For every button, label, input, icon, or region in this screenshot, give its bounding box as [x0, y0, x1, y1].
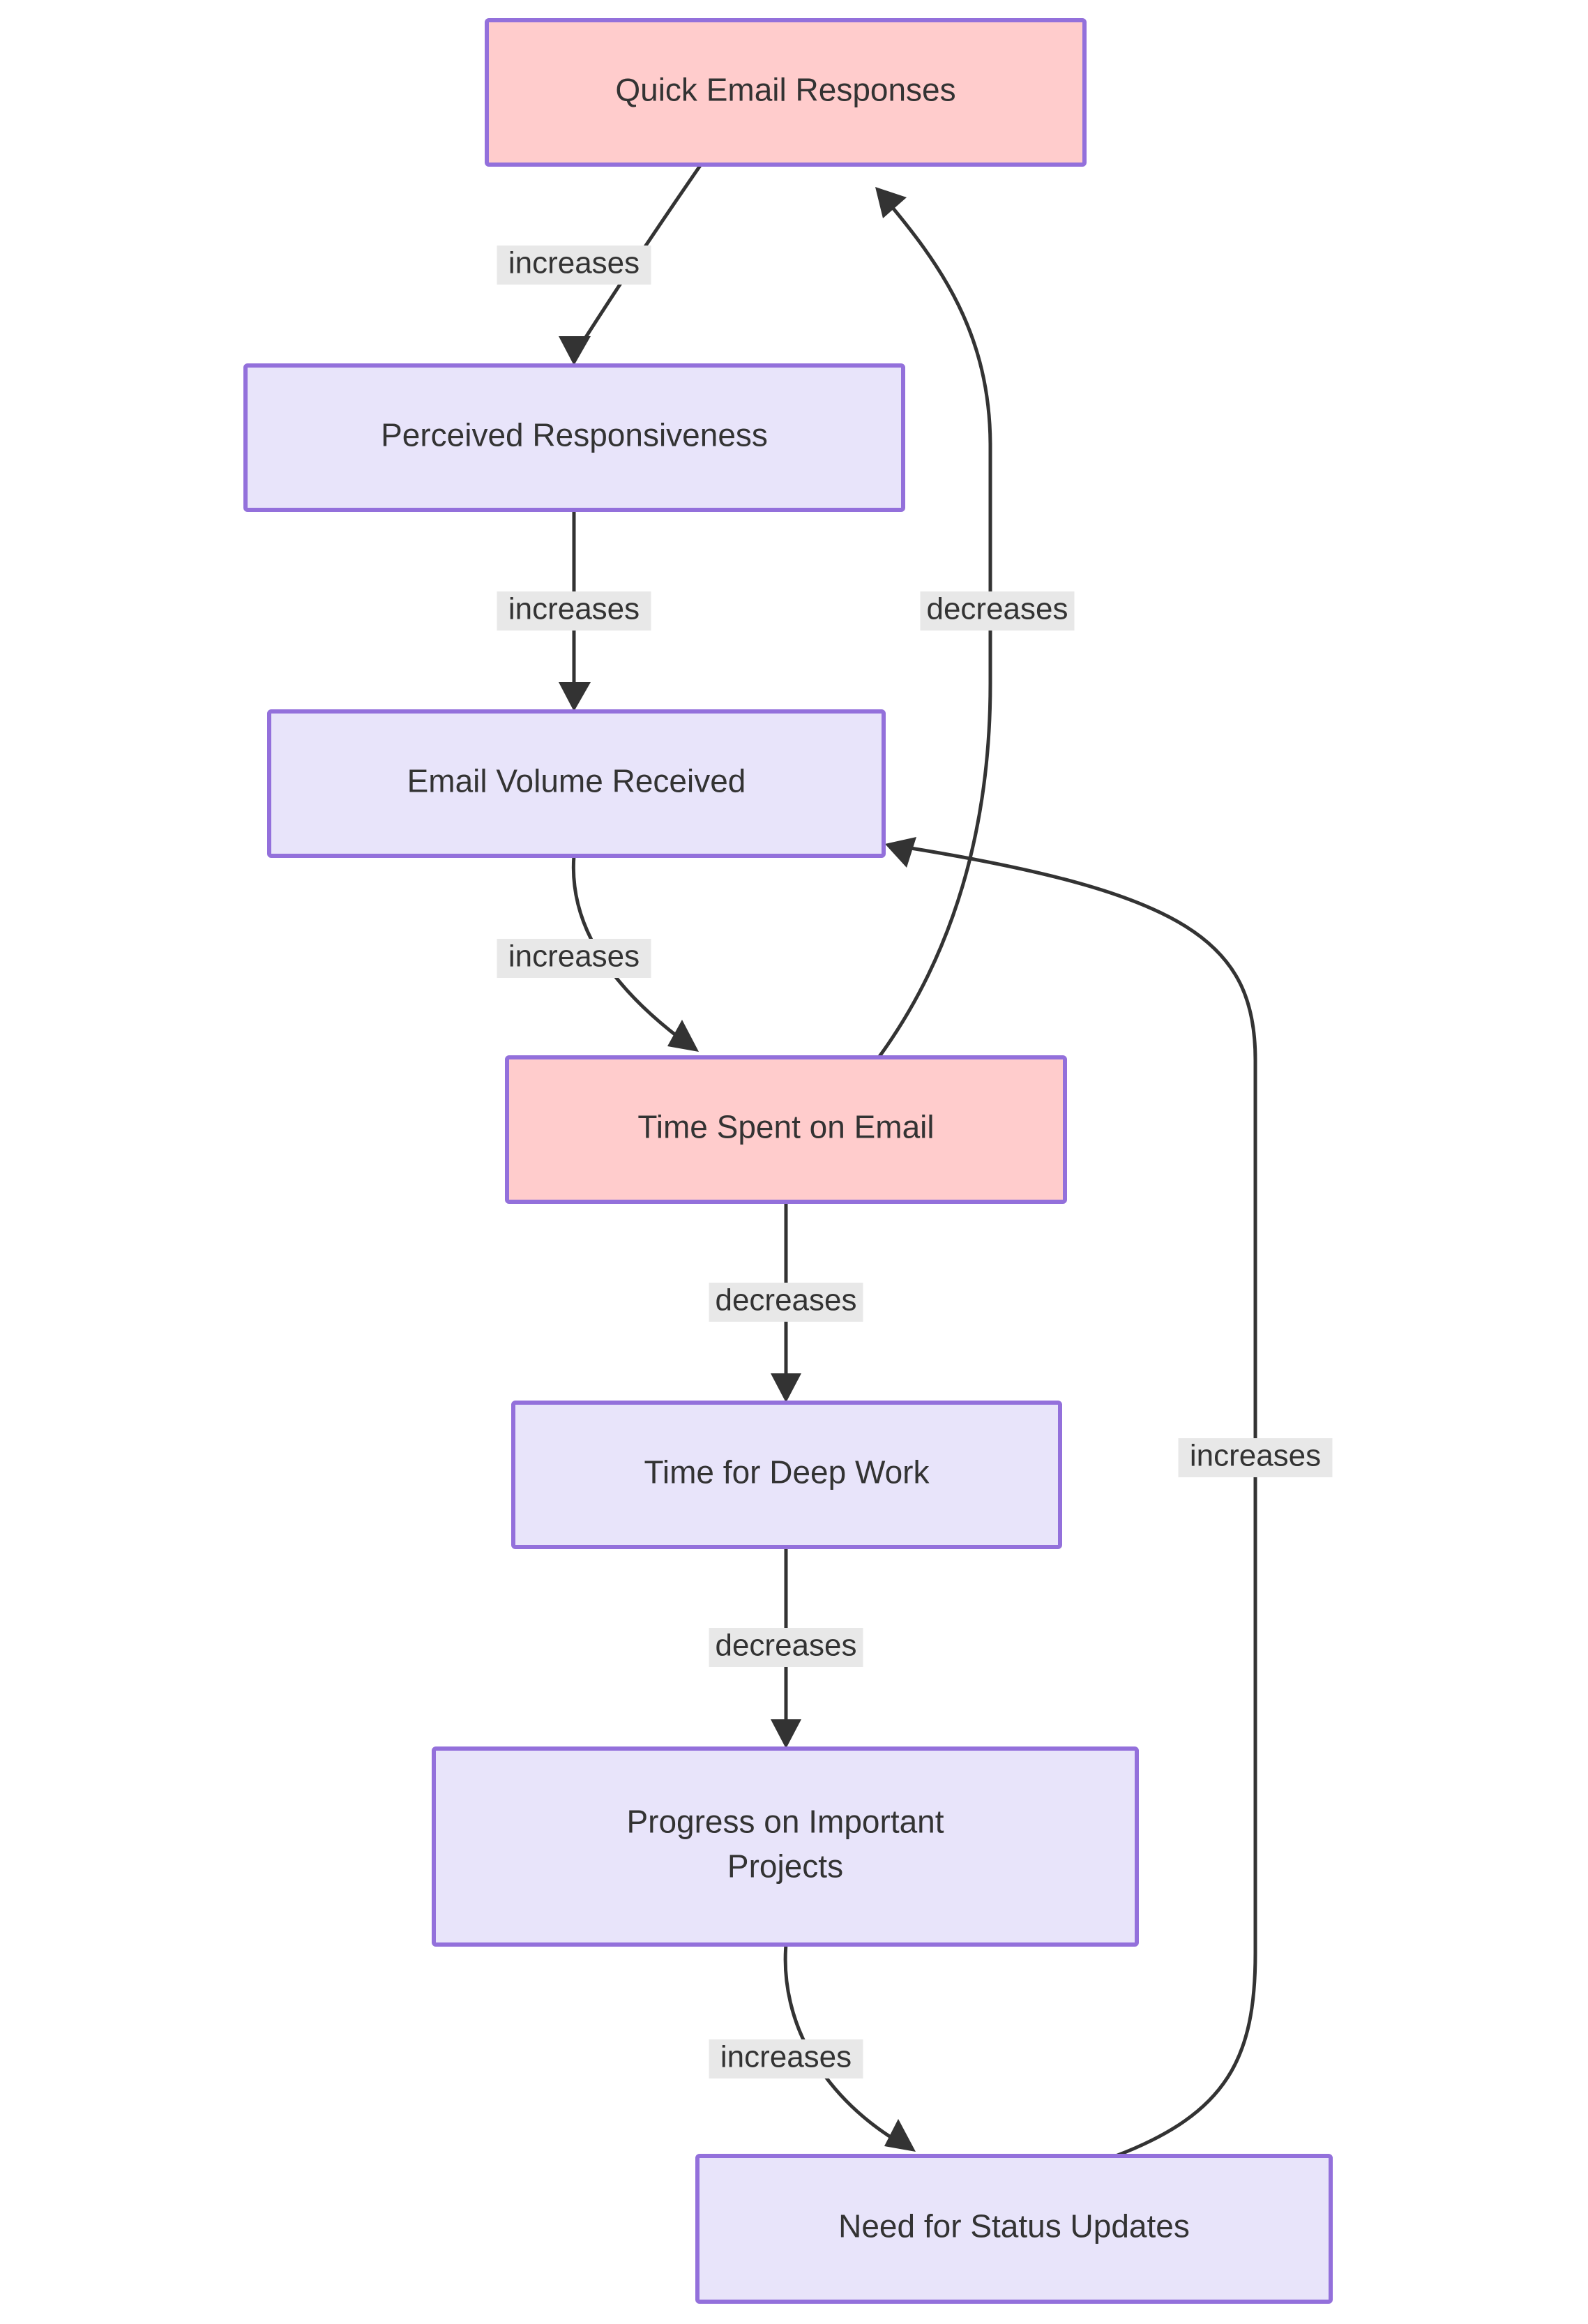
node-quick-email-responses[interactable]: Quick Email Responses: [485, 18, 1087, 167]
edge-label-quick-email-responses-to-perceived-responsiveness: increases: [497, 246, 651, 285]
arrowhead-icon: [875, 187, 907, 218]
edge-label-background: [709, 1628, 863, 1667]
node-email-volume-received[interactable]: Email Volume Received: [267, 709, 886, 858]
edge-line: [877, 194, 992, 1059]
node-label: Time for Deep Work: [644, 1454, 930, 1491]
edge-label-background: [920, 591, 1075, 631]
edge-label-time-spent-on-email-to-time-for-deep-work: decreases: [709, 1283, 863, 1322]
edge-label-text: increases: [508, 246, 640, 280]
edge-label-background: [709, 1283, 863, 1322]
arrowhead-icon: [771, 1719, 801, 1749]
edge-label-background: [497, 246, 651, 285]
node-need-for-status-updates[interactable]: Need for Status Updates: [695, 2154, 1333, 2304]
node-time-for-deep-work[interactable]: Time for Deep Work: [511, 1401, 1062, 1549]
edge-label-need-for-status-updates-to-email-volume-received: increases: [1178, 1438, 1333, 1477]
edges-layer: [559, 163, 1257, 2158]
node-box[interactable]: [485, 18, 1087, 167]
node-time-spent-on-email[interactable]: Time Spent on Email: [505, 1055, 1067, 1204]
edge-label-text: decreases: [715, 1629, 856, 1663]
edge-label-progress-on-important-projects-to-need-for-status-updates: increases: [709, 2039, 863, 2078]
arrowhead-icon: [559, 682, 591, 711]
node-box[interactable]: [695, 2154, 1333, 2304]
edge-line: [906, 845, 1257, 2158]
node-perceived-responsiveness[interactable]: Perceived Responsiveness: [243, 363, 905, 512]
node-box[interactable]: [505, 1055, 1067, 1204]
edge-label-perceived-responsiveness-to-email-volume-received: increases: [497, 591, 651, 631]
edge-label-text: increases: [1190, 1439, 1321, 1473]
node-box[interactable]: [432, 1746, 1139, 1947]
edge-label-background: [497, 591, 651, 631]
node-label: Perceived Responsiveness: [381, 417, 768, 453]
node-label-line-1: Progress on Important: [626, 1804, 944, 1840]
arrowhead-icon: [885, 837, 916, 868]
edge-label-text: decreases: [715, 1283, 856, 1318]
edge-label-text: decreases: [926, 592, 1068, 626]
edge-label-background: [497, 939, 651, 978]
node-label: Time Spent on Email: [637, 1109, 934, 1145]
edge-label-text: increases: [720, 2040, 852, 2074]
arrowhead-icon: [771, 1373, 801, 1403]
node-box[interactable]: [243, 363, 905, 512]
edge-labels-layer: increases increases increases decreases decr…: [497, 246, 1333, 2078]
edge-label-background: [709, 2039, 863, 2078]
node-label: Need for Status Updates: [838, 2208, 1190, 2244]
arrowhead-icon: [884, 2119, 916, 2152]
arrowhead-icon: [559, 336, 591, 365]
node-label: Email Volume Received: [407, 763, 746, 799]
node-box[interactable]: [511, 1401, 1062, 1549]
arrowhead-icon: [667, 1020, 699, 1052]
edge-label-background: [1178, 1438, 1333, 1477]
edge-label-time-for-deep-work-to-progress-on-important-projects: decreases: [709, 1628, 863, 1667]
node-label-line-2: Projects: [727, 1848, 843, 1885]
edge-label-text: increases: [508, 940, 640, 974]
node-box[interactable]: [267, 709, 886, 858]
node-label: Quick Email Responses: [615, 72, 955, 108]
edge-time-spent-on-email-to-quick-email-responses: [875, 187, 992, 1059]
edge-label-text: increases: [508, 592, 640, 626]
edge-need-for-status-updates-to-email-volume-received: [885, 837, 1257, 2158]
edge-label-email-volume-received-to-time-spent-on-email: increases: [497, 939, 651, 978]
edge-label-time-spent-on-email-to-quick-email-responses: decreases: [920, 591, 1075, 631]
